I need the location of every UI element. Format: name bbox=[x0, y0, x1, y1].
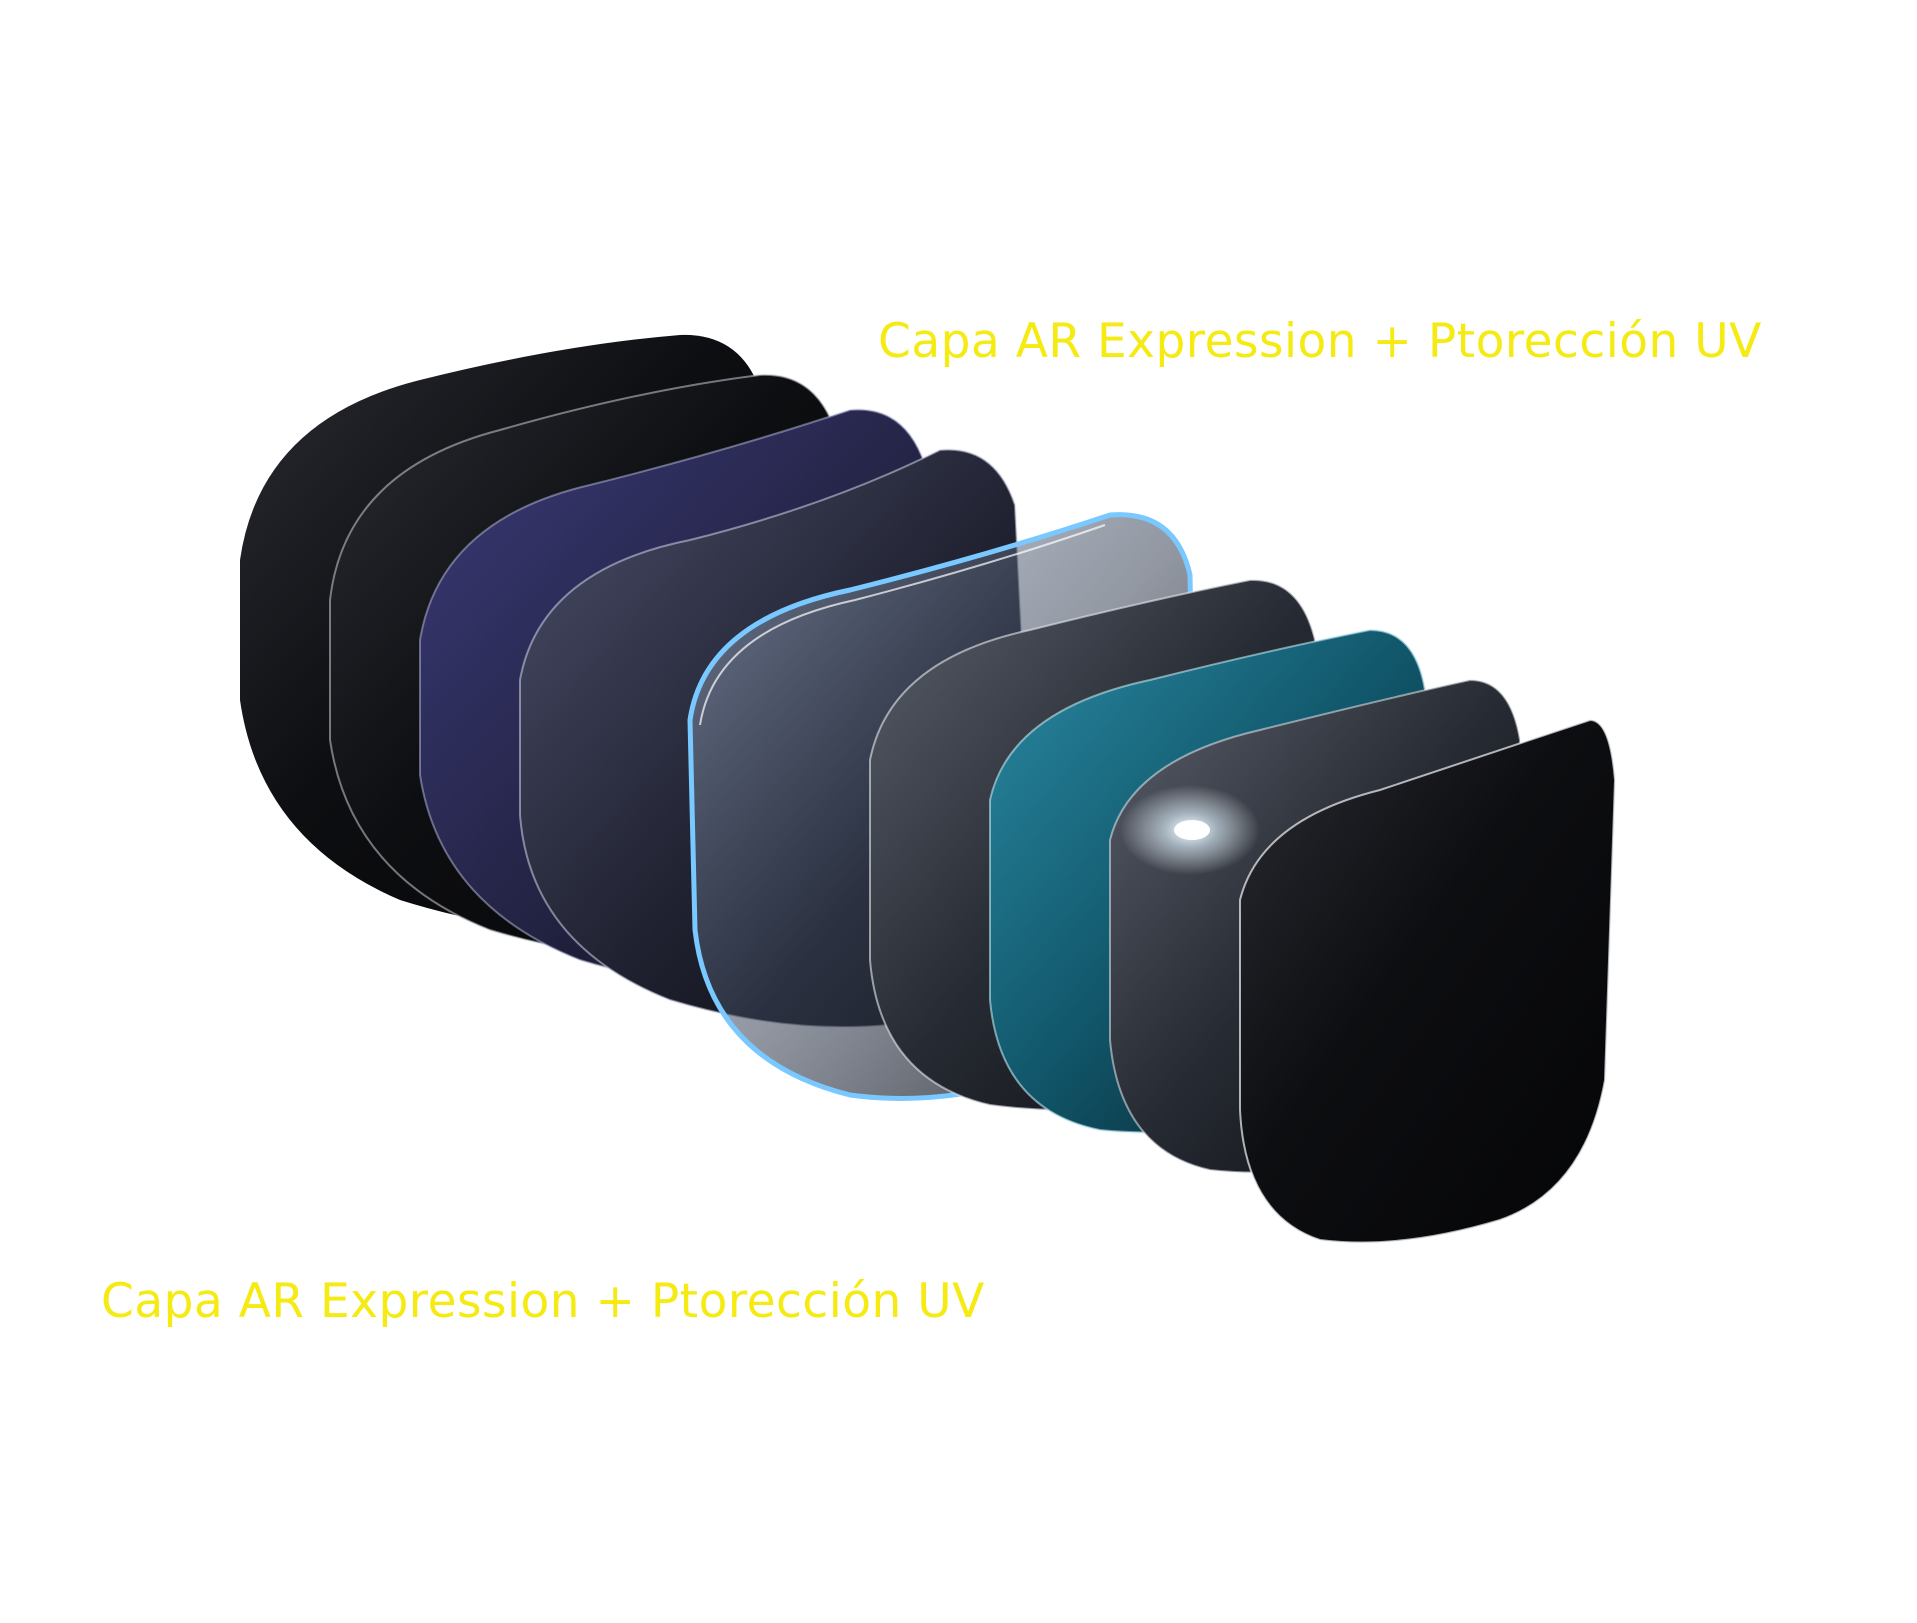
caption-top: Capa AR Expression + Ptorección UV bbox=[878, 314, 1762, 369]
lens-layer-9 bbox=[1239, 718, 1617, 1244]
caption-bottom: Capa AR Expression + Ptorección UV bbox=[101, 1274, 985, 1329]
light-flare-core bbox=[1174, 820, 1210, 840]
